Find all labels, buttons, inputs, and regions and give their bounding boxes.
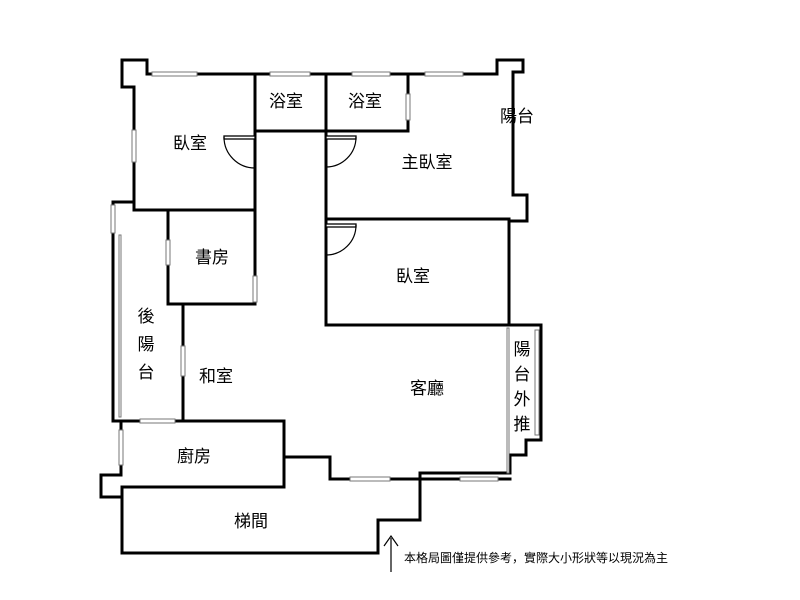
room-labels: 臥室 浴室 浴室 陽台 主臥室 書房 臥室 後 陽 台 和室 客廳 陽 台 外 …: [138, 92, 535, 532]
label-stairwell: 梯間: [234, 512, 268, 532]
label-kitchen: 廚房: [177, 446, 211, 467]
label-balcony-1: 陽台: [500, 107, 534, 127]
label-rear-balcony: 後 陽 台: [138, 307, 155, 383]
label-bath-1: 浴室: [269, 92, 303, 112]
label-rear-balcony-char: 台: [138, 363, 155, 383]
window-tatami: [180, 345, 186, 377]
label-balcony-ext-char: 推: [514, 415, 531, 435]
window-kitchen-top: [139, 418, 176, 424]
windows: [110, 71, 540, 482]
window-top-2: [269, 71, 311, 77]
window-kitchen: [118, 429, 124, 466]
entrance-arrow: [383, 534, 399, 572]
label-living-room: 客廳: [410, 379, 444, 399]
window-top-3: [351, 71, 391, 77]
label-rear-balcony-char: 陽: [138, 335, 155, 355]
label-balcony-ext: 陽 台 外 推: [514, 340, 531, 435]
label-tatami-room: 和室: [199, 367, 233, 387]
window-living-bottom-1: [349, 476, 391, 482]
window-rear-balcony-inner: [118, 234, 122, 418]
window-rear-balcony: [110, 204, 116, 234]
window-living-right: [506, 327, 510, 474]
label-study: 書房: [195, 248, 229, 268]
label-bath-2: 浴室: [348, 92, 382, 112]
door-master-bedroom: [325, 135, 357, 168]
window-bedroom-left: [131, 129, 137, 163]
window-top-1: [151, 71, 198, 77]
label-master-bedroom: 主臥室: [402, 153, 453, 173]
label-balcony-ext-char: 陽: [514, 340, 531, 360]
label-balcony-ext-char: 台: [514, 365, 531, 385]
window-study-left: [165, 239, 171, 266]
door-bedroom-2: [325, 223, 357, 256]
window-living-bottom-2: [459, 476, 499, 482]
label-bedroom-2: 臥室: [396, 267, 430, 287]
label-rear-balcony-char: 後: [138, 307, 155, 327]
window-balcony-ext: [534, 329, 540, 436]
window-study-right: [252, 275, 258, 303]
doors: [223, 135, 357, 256]
disclaimer-note: 本格局圖僅提供參考，實際大小形狀等以現況為主: [404, 550, 668, 565]
label-balcony-ext-char: 外: [514, 390, 531, 410]
window-top-4: [424, 71, 464, 77]
door-bedroom-1: [223, 135, 256, 169]
label-bedroom-1: 臥室: [173, 134, 207, 154]
window-bath-door: [405, 93, 411, 121]
